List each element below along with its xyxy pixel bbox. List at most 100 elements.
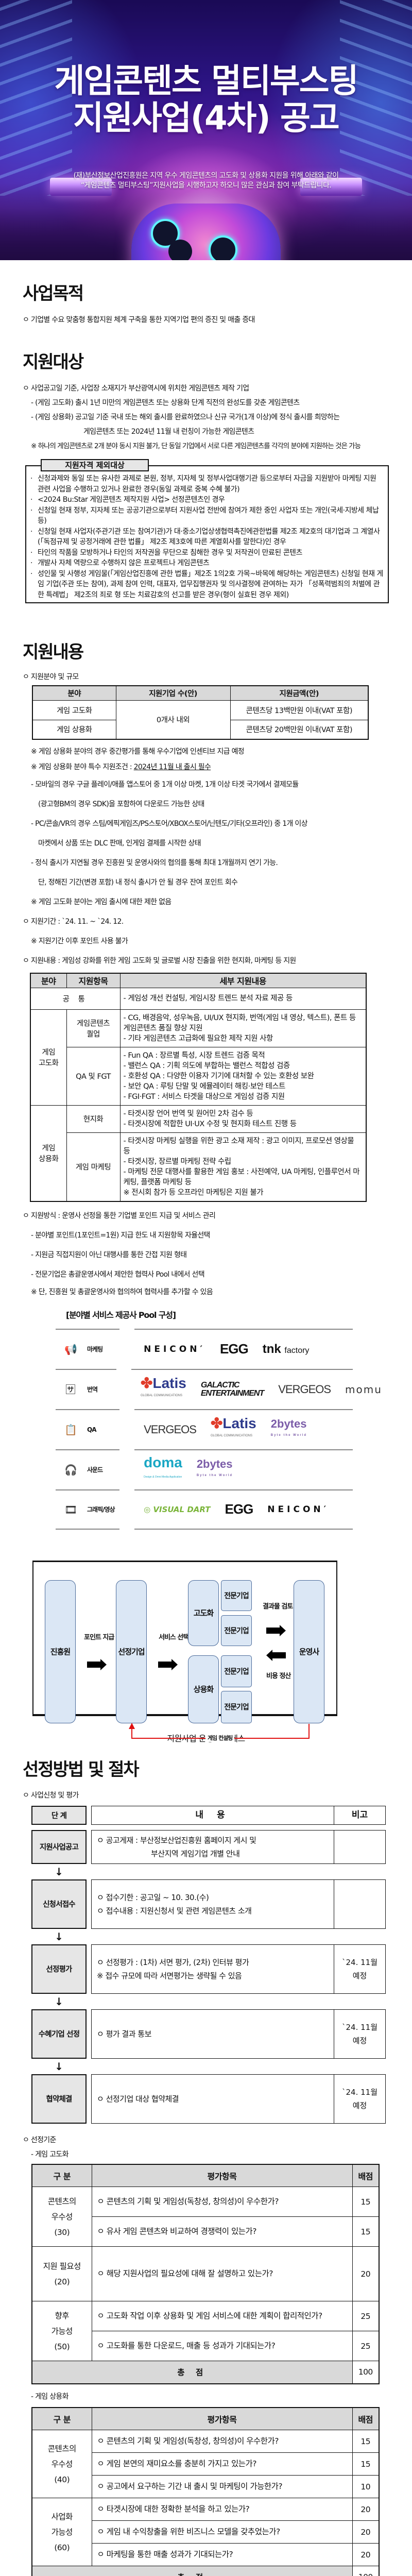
detail-line: ※ 전시회 참가 등 오프라인 마케팅은 지원 불가 [124,1188,363,1198]
section-target: 지원대상 ㅇ 사업공고일 기준, 사업장 소재지가 부산광역시에 위치한 게임콘… [0,352,412,603]
exclusion-text: <2024 Bu:Star 게임콘텐츠 제작지원 사업> 선정콘텐츠인 경우 [38,495,225,505]
support-details: - 타겟시장 마케팅 실행을 위한 광고 소재 제작 : 광고 이미지, 프로모… [120,1132,366,1201]
condition-delay: - 정식 출시가 지연될 경우 진흥원 및 운영사와의 협의를 통해 최대 1개… [23,853,412,873]
step-line: ㅇ 평가 결과 통보 [97,2027,329,2041]
target-sub-commercial: - (게임 상용화) 공고일 기준 국내 또는 해외 출시를 완료하였으나 신규… [23,411,412,423]
table-row: 콘텐츠의 우수성 (40)ㅇ 콘텐츠의 기획 및 게임성(독창성, 창의성)이 … [32,2430,379,2453]
header-companies: 지원기업 수(안) [116,686,230,700]
section-content: 지원내용 ㅇ 지원분야 및 규모 분야 지원기업 수(안) 지원금액(안) 게임… [0,642,412,1300]
support-details: - 타겟시장 언어 번역 및 원어민 2차 검수 등- 타겟시장에 적합한 UI… [120,1105,366,1132]
eval-score: 15 [352,2217,379,2247]
amount-advancement: 콘텐츠당 13백만원 이내(VAT 포함) [230,700,368,720]
exclusion-item: ·<2024 Bu:Star 게임콘텐츠 제작지원 사업> 선정콘텐츠인 경우 [30,495,384,505]
logo-visual-dart: ◎ VISUAL DART [144,1505,210,1514]
eval-score: 25 [352,2301,379,2331]
bullet-dot: · [30,473,38,495]
eval-category: 지원 필요성 (20) [32,2247,92,2301]
step-content: ㅇ 선정기업 대상 협약체결 [91,2074,334,2124]
pool-category: 📢마케팅 [56,1329,119,1369]
detail-line: - 보안 QA : 루팅 단말 및 에뮬레이터 해킹·보안 테스트 [124,1081,363,1092]
eval-item: ㅇ 고도화를 통한 다운로드, 매출 등 성과가 기대되는가? [92,2331,352,2361]
eval-item: ㅇ 콘텐츠의 기획 및 게임성(독창성, 창의성)이 우수한가? [92,2430,352,2453]
step-line: ㅇ 공고게재 : 부산정보산업진흥원 홈페이지 게시 및 [97,1834,329,1847]
detail-line: - 타겟시장, 장르별 마케팅 전략 수립 [124,1157,363,1167]
company-count: 0개사 내외 [116,700,230,739]
exclusion-item: ·신청과제와 동일 또는 유사한 과제로 본원, 정부, 지자체 및 정부사업대… [30,473,384,495]
pool-category: 🎞그래픽/영상 [56,1489,119,1530]
amount-commercial: 콘텐츠당 20백만원 이내(VAT 포함) [230,720,368,739]
eval-score: 20 [352,2544,379,2566]
table-row: QA 및 FGT- Fun QA : 장르별 특성, 시장 트렌드 검증 목적-… [30,1047,366,1105]
condition-mobile-cont: (광고형BM의 경우 SDK)을 포함하여 다운로드 가능한 상태 [23,794,412,814]
section-title: 지원내용 [23,642,412,663]
bullet-dot: · [30,558,38,569]
step-line: ㅇ 선정평가 : (1차) 서면 평가, (2차) 인터뷰 평가 [97,1956,329,1969]
logo-egg: EGG [220,1341,248,1357]
logo-text: 2bytes [197,1458,233,1470]
game-controller-icon [131,204,281,260]
hero-banner: 게임콘텐츠 멀티부스팅 지원사업(4차) 공고 (재)부산정보산업진흥원은 지역… [0,0,412,260]
eval-item: ㅇ 공고에서 요구하는 기간 내 출시 및 마케팅이 가능한가? [92,2476,352,2498]
scale-heading: ㅇ 지원분야 및 규모 [23,671,412,683]
exclusion-label: 지원자격 제외대상 [41,459,149,471]
eval-score: 10 [352,2476,379,2498]
exclusion-text: 신청일 현재 정부, 지자체 또는 공공기관으로부터 지원사업 전반에 참여가 … [38,505,384,527]
target-sub-commercial-cont: 게임콘텐츠 또는 2024년 11월 내 런칭이 가능한 게임콘텐츠 [23,426,412,438]
pool-category: 📋QA [56,1409,119,1449]
logo-egg: EGG [225,1501,253,1517]
special-condition-label: ※ 게임 상용화 분야 특수 지원조건 : [31,763,134,771]
pool-category: 🎧사운드 [56,1449,119,1489]
logo-mark-icon: ✤ [141,1375,152,1391]
purpose-text: ㅇ 기업별 수요 맞춤형 통합지원 체계 구축을 통한 지역기업 편의 증진 및… [23,314,412,326]
detail-line: - Fun QA : 장르별 특성, 시장 트렌드 검증 목적 [124,1050,363,1061]
exclusion-item: ·신청일 현재 정부, 지자체 또는 공공기관으로부터 지원사업 전반에 참여가… [30,505,384,527]
period-note: ※ 지원기간 이후 포인트 사용 불가 [23,931,412,951]
logo-momu: momu [345,1383,382,1396]
column-header: 평가항목 [92,2164,352,2187]
eval-score: 20 [352,2521,379,2544]
exclusion-text: 성인물 및 사행성 게임물(「게임산업진흥에 관한 법률」제2조 1의2호 가목… [38,569,384,601]
condition-pc: - PC/콘솔/VR의 경우 스팀/에픽게임즈/PS스토어/XBOX스토어/닌텐… [23,814,412,834]
detail-line: - 밸런스 QA : 기획 의도에 부합하는 밸런스 적합성 검증 [124,1061,363,1071]
special-condition-note: ※ 게임 상용화 분야 특수 지원조건 : 2024년 11월 내 출시 필수 [23,759,412,775]
method-item-points: - 분야별 포인트(1포인트=1원) 지급 한도 내 지원항목 자율선택 [23,1226,412,1245]
bullet-dot: · [30,548,38,558]
bullet-dot: · [30,527,38,548]
step-stage: 선정평가 [31,1944,87,1994]
method-item-pool: - 전문기업은 총괄운영사에서 제안한 협력사 Pool 내에서 선택 [23,1265,412,1284]
pool-category-label: 그래픽/영상 [87,1505,115,1514]
column-header: 지원항목 [66,973,120,988]
target-sub-advancement: - (게임 고도화) 출시 1년 미만의 게임콘텐츠 또는 상용화 단계 직전의… [23,397,412,409]
eval-item: ㅇ 유사 게임 콘텐츠와 비교하여 경쟁력이 있는가? [92,2217,352,2247]
translate-icon: 🈂 [64,1383,77,1396]
logo-text: tnk [263,1342,285,1356]
step-stage: 지원사업공고 [31,1830,87,1864]
total-label: 총 점 [32,2566,352,2576]
logo-text: factory [284,1346,309,1355]
eval-item: ㅇ 마케팅을 통한 매출 성과가 기대되는가? [92,2544,352,2566]
logo-vergeos: VERGEOS [278,1383,331,1396]
note-line: 예정 [353,2034,367,2047]
consulting-feedback-arrow-icon [33,1562,338,1718]
logo-text: 2bytes [271,1417,307,1430]
eval-category: 콘텐츠의 우수성 (40) [32,2430,92,2498]
